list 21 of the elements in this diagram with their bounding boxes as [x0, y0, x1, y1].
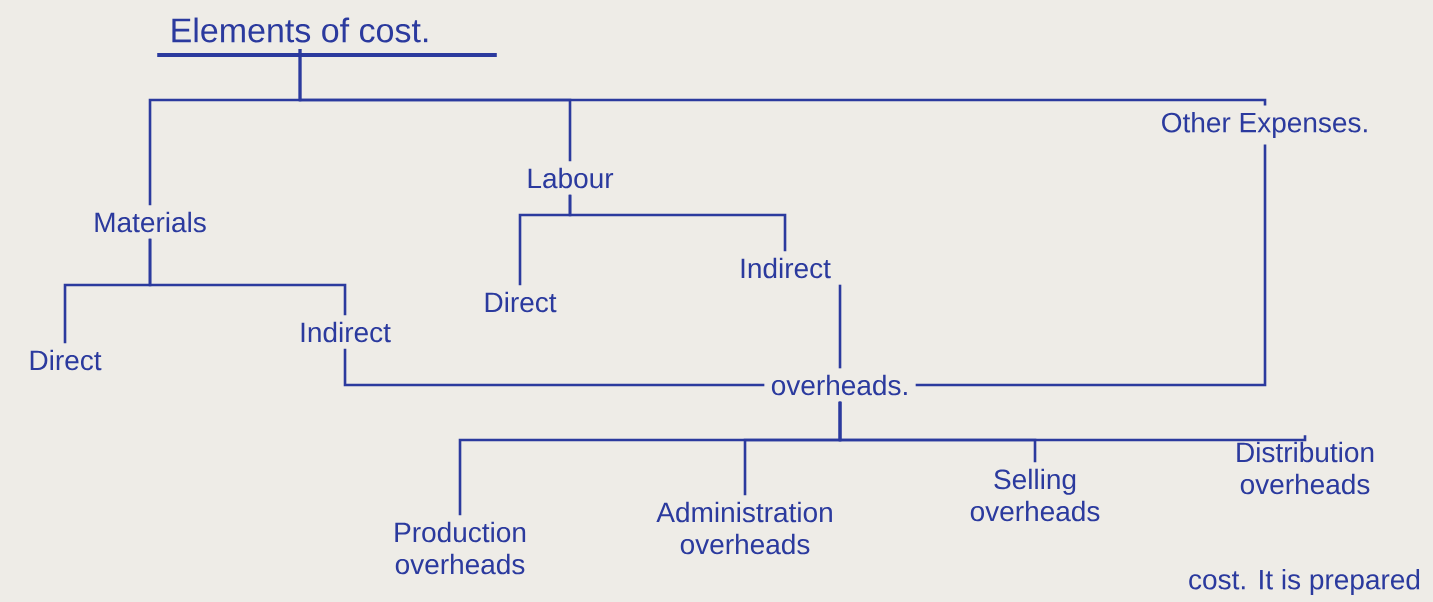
category-label: Administration overheads: [656, 501, 832, 555]
category-label: Distribution overheads: [1237, 441, 1374, 495]
category-label: Materials: [95, 211, 206, 233]
heading: Elements of cost.: [172, 17, 428, 43]
connector-line: [838, 284, 842, 369]
category-label: Direct: [485, 291, 557, 313]
category-label: Indirect: [301, 321, 391, 343]
connector-line: [568, 194, 787, 252]
category-label: Direct: [30, 349, 102, 371]
connector-line: [838, 401, 1307, 442]
connector-line: [298, 48, 1267, 107]
category-label: Selling overheads: [970, 468, 1100, 522]
category-label: overheads.: [771, 374, 907, 396]
category-label: Labour: [528, 167, 614, 189]
category-label: Indirect: [741, 257, 831, 279]
connector-line: [343, 348, 765, 387]
category-label: Other Expenses.: [1162, 111, 1367, 139]
category-label: Production overheads: [395, 521, 526, 575]
note-text: cost. It is prepared: [1189, 568, 1420, 596]
connector-line: [915, 144, 1267, 387]
connector-line: [148, 238, 347, 316]
